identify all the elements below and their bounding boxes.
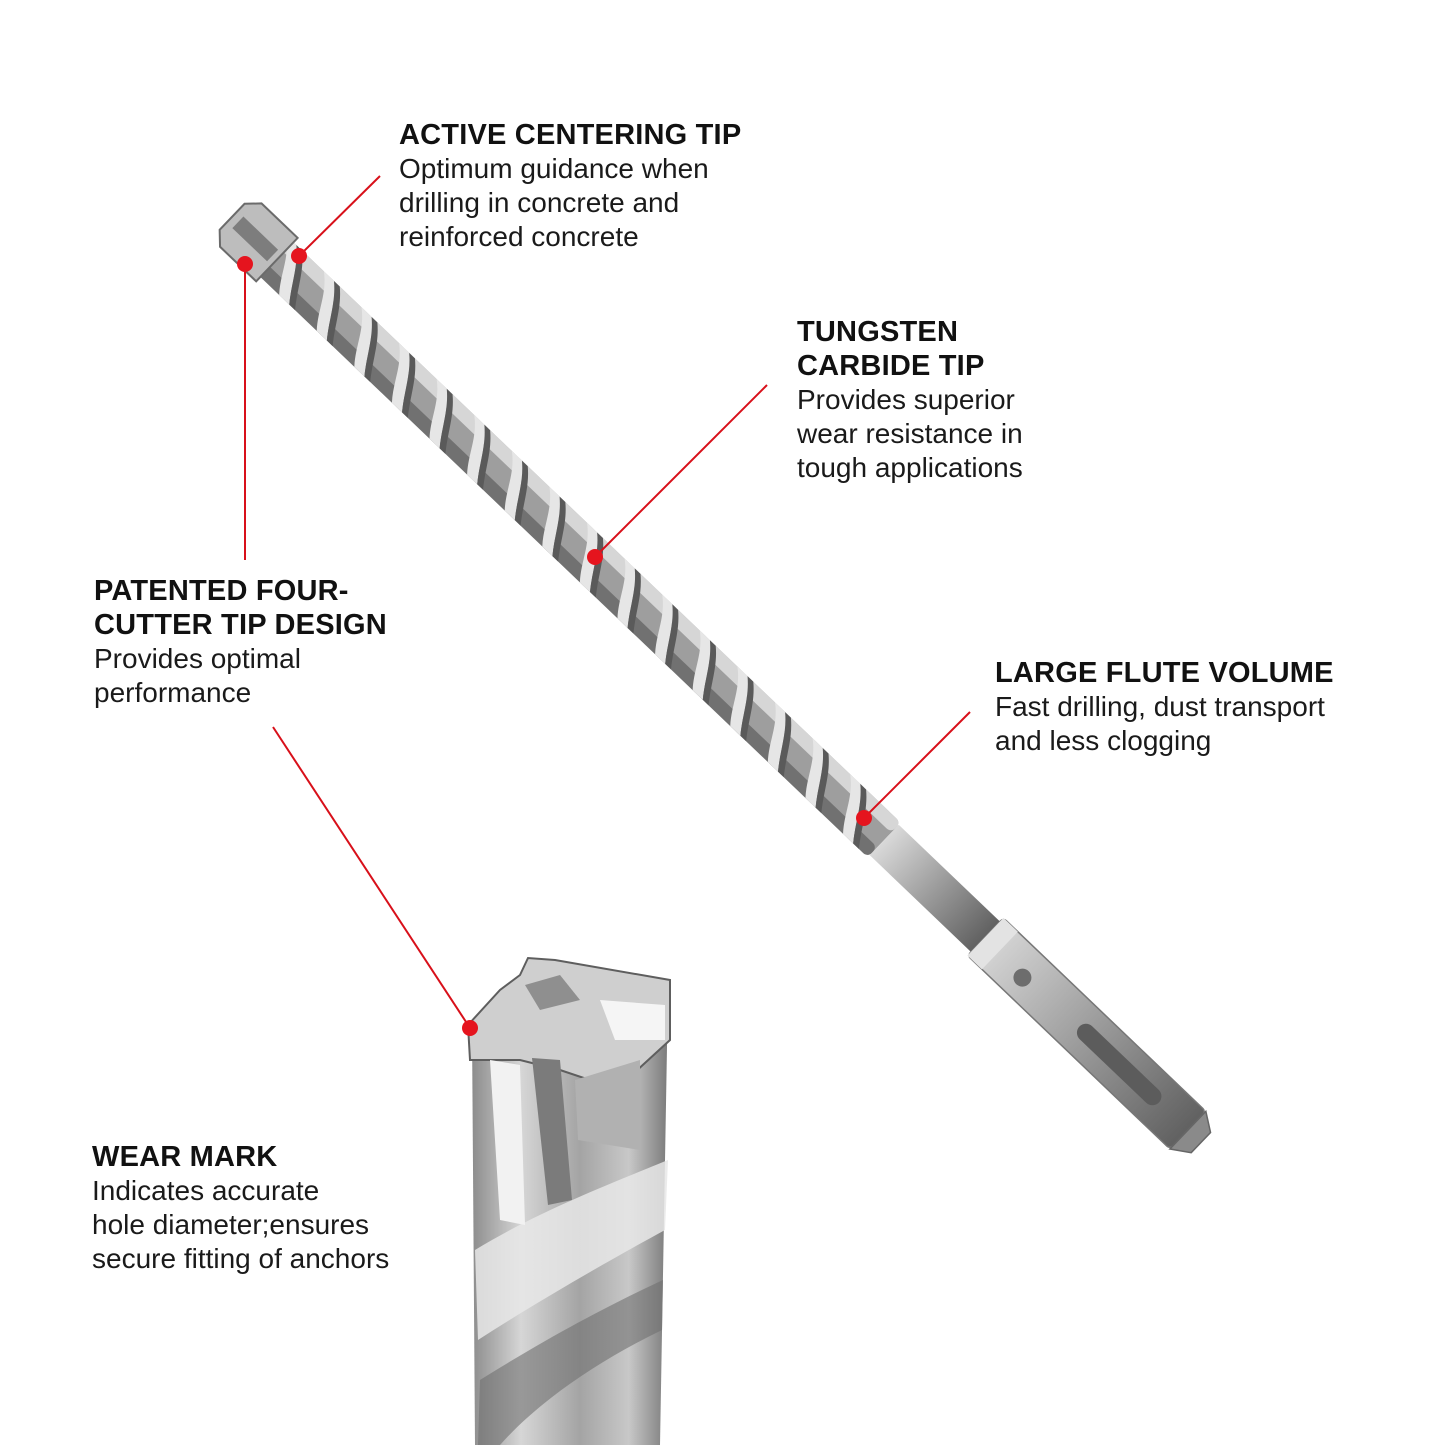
leader-tungsten [594,384,768,558]
flute-highlight [655,594,673,664]
drill-flutes [279,235,867,850]
flute-highlight [354,307,372,377]
callout-four-cutter-tip-design: PATENTED FOUR- CUTTER TIP DESIGN Provide… [94,574,387,710]
tip-closeup [466,956,671,1445]
dot-tungsten [587,549,603,565]
flute-highlight [730,666,748,736]
flute-shadow [326,280,341,347]
leader-lines [244,175,971,1029]
marker-dots [237,248,872,1036]
flute-highlight [617,558,636,628]
closeup-cutter-head [466,956,671,1097]
callout-description: Indicates accurate hole diameter;ensures… [92,1175,390,1274]
callout-title: LARGE FLUTE VOLUME [995,657,1334,689]
callout-description: Provides optimal performance [94,643,301,708]
flute-highlight [542,486,560,557]
drill-bit [218,202,1212,1154]
callout-description: Optimum guidance when drilling in concre… [399,153,709,252]
flute-highlight [429,379,448,449]
flute-highlight [504,450,523,521]
flute-shadow [439,388,453,454]
drill-neck [869,824,1000,952]
callout-large-flute-volume: LARGE FLUTE VOLUME Fast drilling, dust t… [995,656,1334,758]
flute-highlight [316,271,335,341]
callout-description: Provides superior wear resistance in tou… [797,384,1023,483]
dot-flute [856,810,872,826]
callout-wear-mark: WEAR MARK Indicates accurate hole diamet… [92,1140,389,1276]
callout-tungsten-carbide-tip: TUNGSTEN CARBIDE TIP Provides superior w… [797,315,1023,485]
flute-highlight [692,630,711,700]
dot-four-cutter [237,256,253,272]
flute-shadow [402,352,416,418]
flute-shadow [514,460,529,526]
callout-title: WEAR MARK [92,1141,278,1173]
callout-description: Fast drilling, dust transport and less c… [995,691,1325,756]
dot-centering [291,248,307,264]
flute-highlight [467,415,485,485]
callout-title: PATENTED FOUR- CUTTER TIP DESIGN [94,575,387,641]
flute-shadow [740,676,754,742]
leader-wear-mark [272,726,471,1029]
leader-centering [298,175,381,257]
flute-shadow [702,640,717,706]
flute-shadow [627,568,641,634]
flute-shadow [590,532,604,598]
flute-highlight [391,343,410,413]
shank-groove [1076,1023,1162,1106]
callout-title: TUNGSTEN CARBIDE TIP [797,316,985,382]
flute-highlight [843,774,861,844]
flute-shadow [477,424,491,490]
flute-shadow [665,604,679,670]
dot-wear-mark [462,1020,478,1036]
leader-flute [863,711,971,819]
callout-active-centering-tip: ACTIVE CENTERING TIP Optimum guidance wh… [399,118,741,254]
flute-shadow [815,748,829,814]
flute-shadow [777,712,792,778]
closeup-spiral [475,1160,668,1340]
flute-shadow [552,496,566,562]
flute-highlight [805,738,824,808]
callout-title: ACTIVE CENTERING TIP [399,119,742,151]
flute-highlight [767,702,786,772]
flute-shadow [364,316,378,383]
shank-dimple [1013,968,1032,987]
